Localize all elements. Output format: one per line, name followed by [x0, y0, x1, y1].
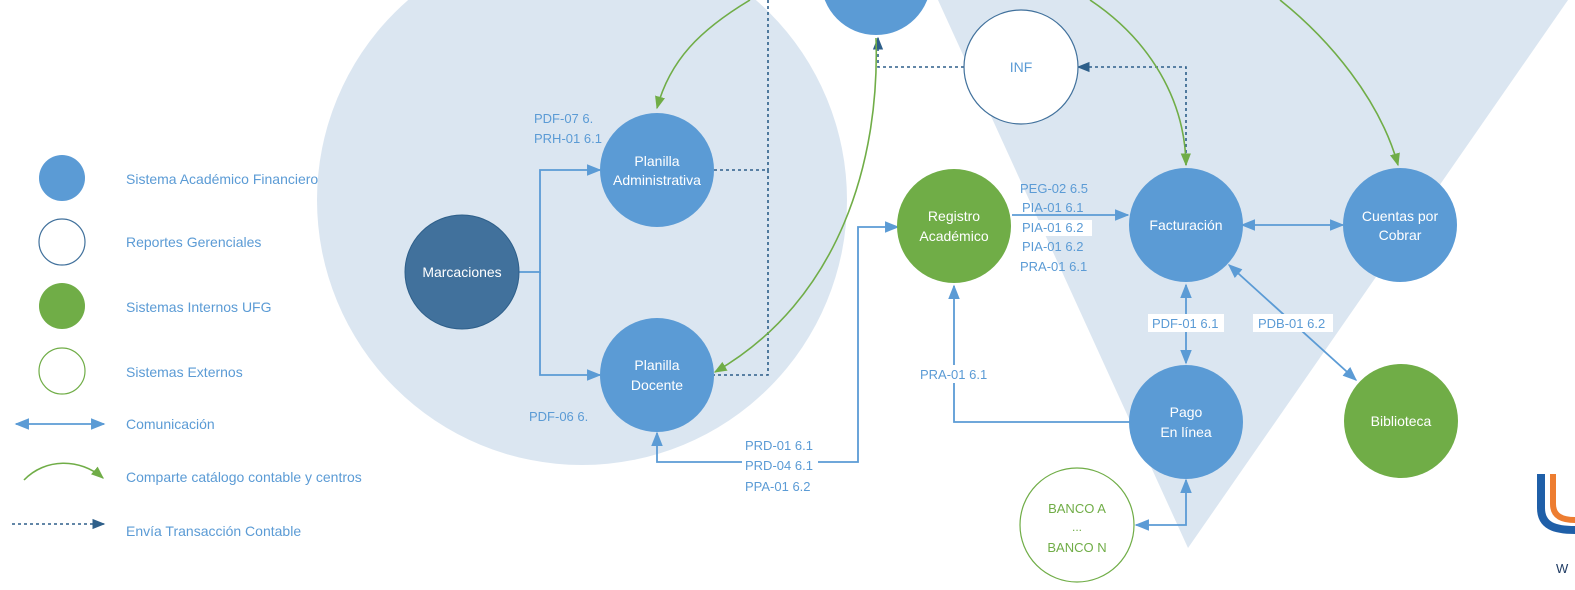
code-label: PRH-01 6.1 — [534, 131, 602, 146]
inf-label: INF — [1010, 59, 1033, 75]
cuentas-label-2: Cobrar — [1379, 227, 1422, 243]
pago-banco-line — [1134, 478, 1192, 531]
filled-blue-circle-icon — [39, 155, 85, 201]
legend-label: Sistemas Internos UFG — [126, 299, 272, 315]
transaction-lines — [714, 0, 1187, 376]
catalog-to-facturacion-arrow — [1089, 0, 1191, 167]
curved-green-arrow-icon — [23, 462, 104, 481]
legend-label: Sistemas Externos — [126, 364, 243, 380]
node-registro-academico[interactable]: Registro Académico — [897, 169, 1011, 283]
codes-registro-facturacion: PEG-02 6.5 PIA-01 6.1 PIA-01 6.2 PIA-01 … — [1016, 181, 1092, 274]
planilla-admin-label-2: Administrativa — [613, 172, 701, 188]
banco-label-1: BANCO A — [1048, 501, 1106, 516]
codes-pago-registro: PRA-01 6.1 — [916, 365, 992, 383]
legend-label: Sistema Académico Financiero — [126, 171, 318, 187]
code-label: PDB-01 6.2 — [1258, 316, 1325, 331]
code-label: PDF-01 6.1 — [1152, 316, 1218, 331]
banco-label-3: BANCO N — [1047, 540, 1106, 555]
codes-fact-biblioteca: PDB-01 6.2 — [1253, 314, 1333, 332]
legend-label: Reportes Gerenciales — [126, 234, 261, 250]
code-label: PIA-01 6.2 — [1022, 239, 1083, 254]
node-planilla-docente[interactable]: Planilla Docente — [600, 318, 714, 432]
node-biblioteca[interactable]: Biblioteca — [1344, 364, 1458, 478]
marcaciones-to-admin-line — [518, 164, 602, 273]
catalog-to-docente-arrow — [713, 37, 878, 373]
biblioteca-label: Biblioteca — [1371, 413, 1432, 429]
code-label: PDF-07 6. — [534, 111, 593, 126]
docente-registro-line — [651, 221, 900, 463]
code-label: PIA-01 6.1 — [1022, 200, 1083, 215]
banco-label-2: ... — [1072, 520, 1082, 534]
legend: Sistema Académico Financiero Reportes Ge… — [12, 155, 362, 539]
legend-label: Envía Transacción Contable — [126, 523, 301, 539]
node-marcaciones[interactable]: Marcaciones — [404, 214, 520, 330]
planilla-docente-label-2: Docente — [631, 377, 683, 393]
outlined-green-circle-icon — [38, 347, 86, 395]
planilla-docente-label-1: Planilla — [634, 357, 679, 373]
code-label: PDF-06 6. — [529, 409, 588, 424]
planilla-admin-label-1: Planilla — [634, 153, 679, 169]
node-inf[interactable]: INF — [963, 9, 1079, 125]
registro-label-2: Académico — [919, 228, 988, 244]
planilla-dashed-bracket — [714, 169, 769, 376]
top-system-node — [824, 0, 928, 35]
filled-green-circle-icon — [39, 283, 85, 329]
node-facturacion[interactable]: Facturación — [1129, 168, 1243, 282]
codes-fact-pago: PDF-01 6.1 — [1148, 314, 1224, 332]
node-planilla-administrativa[interactable]: Planilla Administrativa — [600, 113, 714, 227]
facturacion-inf-dashed-line — [1076, 61, 1187, 165]
inf-dashed-line — [872, 36, 964, 68]
marcaciones-label: Marcaciones — [422, 264, 501, 280]
code-label: PRA-01 6.1 — [1020, 259, 1087, 274]
node-pago-en-linea[interactable]: Pago En línea — [1129, 365, 1243, 479]
cuentas-label-1: Cuentas por — [1362, 208, 1439, 224]
logo-accent — [1550, 474, 1575, 523]
outlined-blue-circle-icon — [38, 218, 86, 266]
marcaciones-to-docente-line — [539, 272, 602, 381]
catalog-to-admin-arrow — [655, 0, 751, 110]
code-label: PRD-04 6.1 — [745, 458, 813, 473]
code-label: PPA-01 6.2 — [745, 479, 811, 494]
node-banco[interactable]: BANCO A ... BANCO N — [1019, 467, 1135, 583]
pago-label-1: Pago — [1170, 404, 1203, 420]
pago-label-2: En línea — [1160, 424, 1212, 440]
logo: W — [1537, 474, 1575, 576]
code-label: PRA-01 6.1 — [920, 367, 987, 382]
facturacion-label: Facturación — [1149, 217, 1222, 233]
catalog-to-cuentas-arrow — [1279, 0, 1400, 167]
registro-label-1: Registro — [928, 208, 980, 224]
logo-mark — [1537, 474, 1575, 534]
codes-planilla-admin: PDF-07 6. PRH-01 6.1 — [534, 111, 602, 146]
catalog-arrows — [655, 0, 1400, 373]
code-label: PIA-01 6.2 — [1022, 220, 1083, 235]
codes-docente-registro: PRD-01 6.1 PRD-04 6.1 PPA-01 6.2 — [742, 438, 818, 494]
code-label: PRD-01 6.1 — [745, 438, 813, 453]
codes-planilla-docente: PDF-06 6. — [529, 409, 588, 424]
legend-label: Comunicación — [126, 416, 215, 432]
code-label: PEG-02 6.5 — [1020, 181, 1088, 196]
node-cuentas-por-cobrar[interactable]: Cuentas por Cobrar — [1343, 168, 1457, 282]
pago-registro-line — [948, 284, 1130, 423]
communication-lines — [518, 164, 1358, 531]
logo-text: W — [1556, 561, 1569, 576]
legend-label: Comparte catálogo contable y centros — [126, 469, 362, 485]
